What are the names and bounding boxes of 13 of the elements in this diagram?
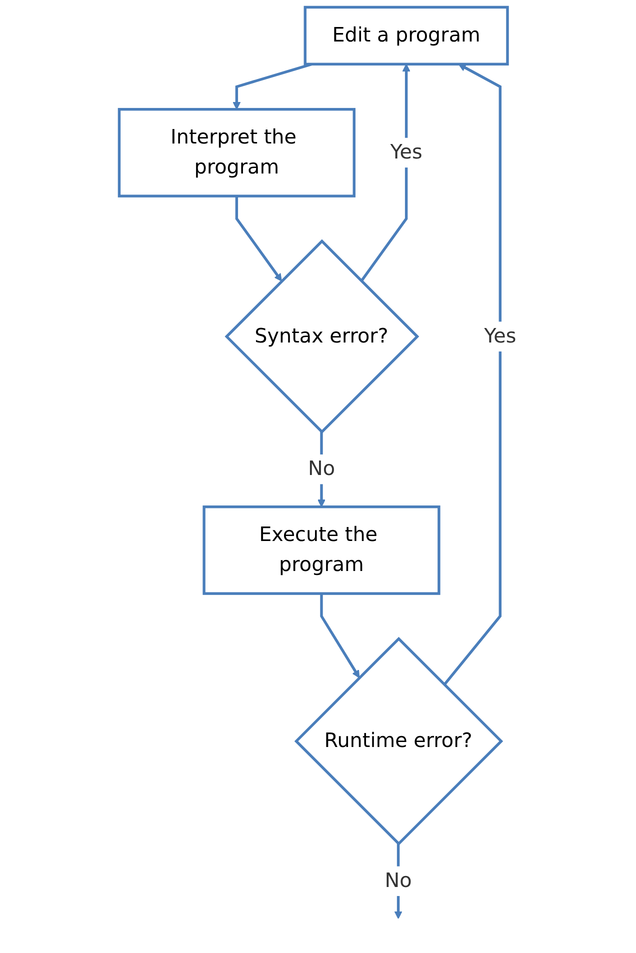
arrow [232,62,312,110]
edge-label: Yes [390,141,423,164]
arrow [236,196,282,282]
node-diamond: Syntax error? [225,239,420,434]
edge-label: No [385,870,412,892]
arrow [444,64,502,686]
node-box: Execute the program [202,505,441,595]
edge-label: Yes [484,325,516,348]
node-diamond: Runtime error? [294,636,504,846]
edge-label: No [308,458,336,481]
node-box: Edit a program [304,6,510,66]
arrow [320,594,360,678]
node-box: Interpret the program [118,108,356,198]
